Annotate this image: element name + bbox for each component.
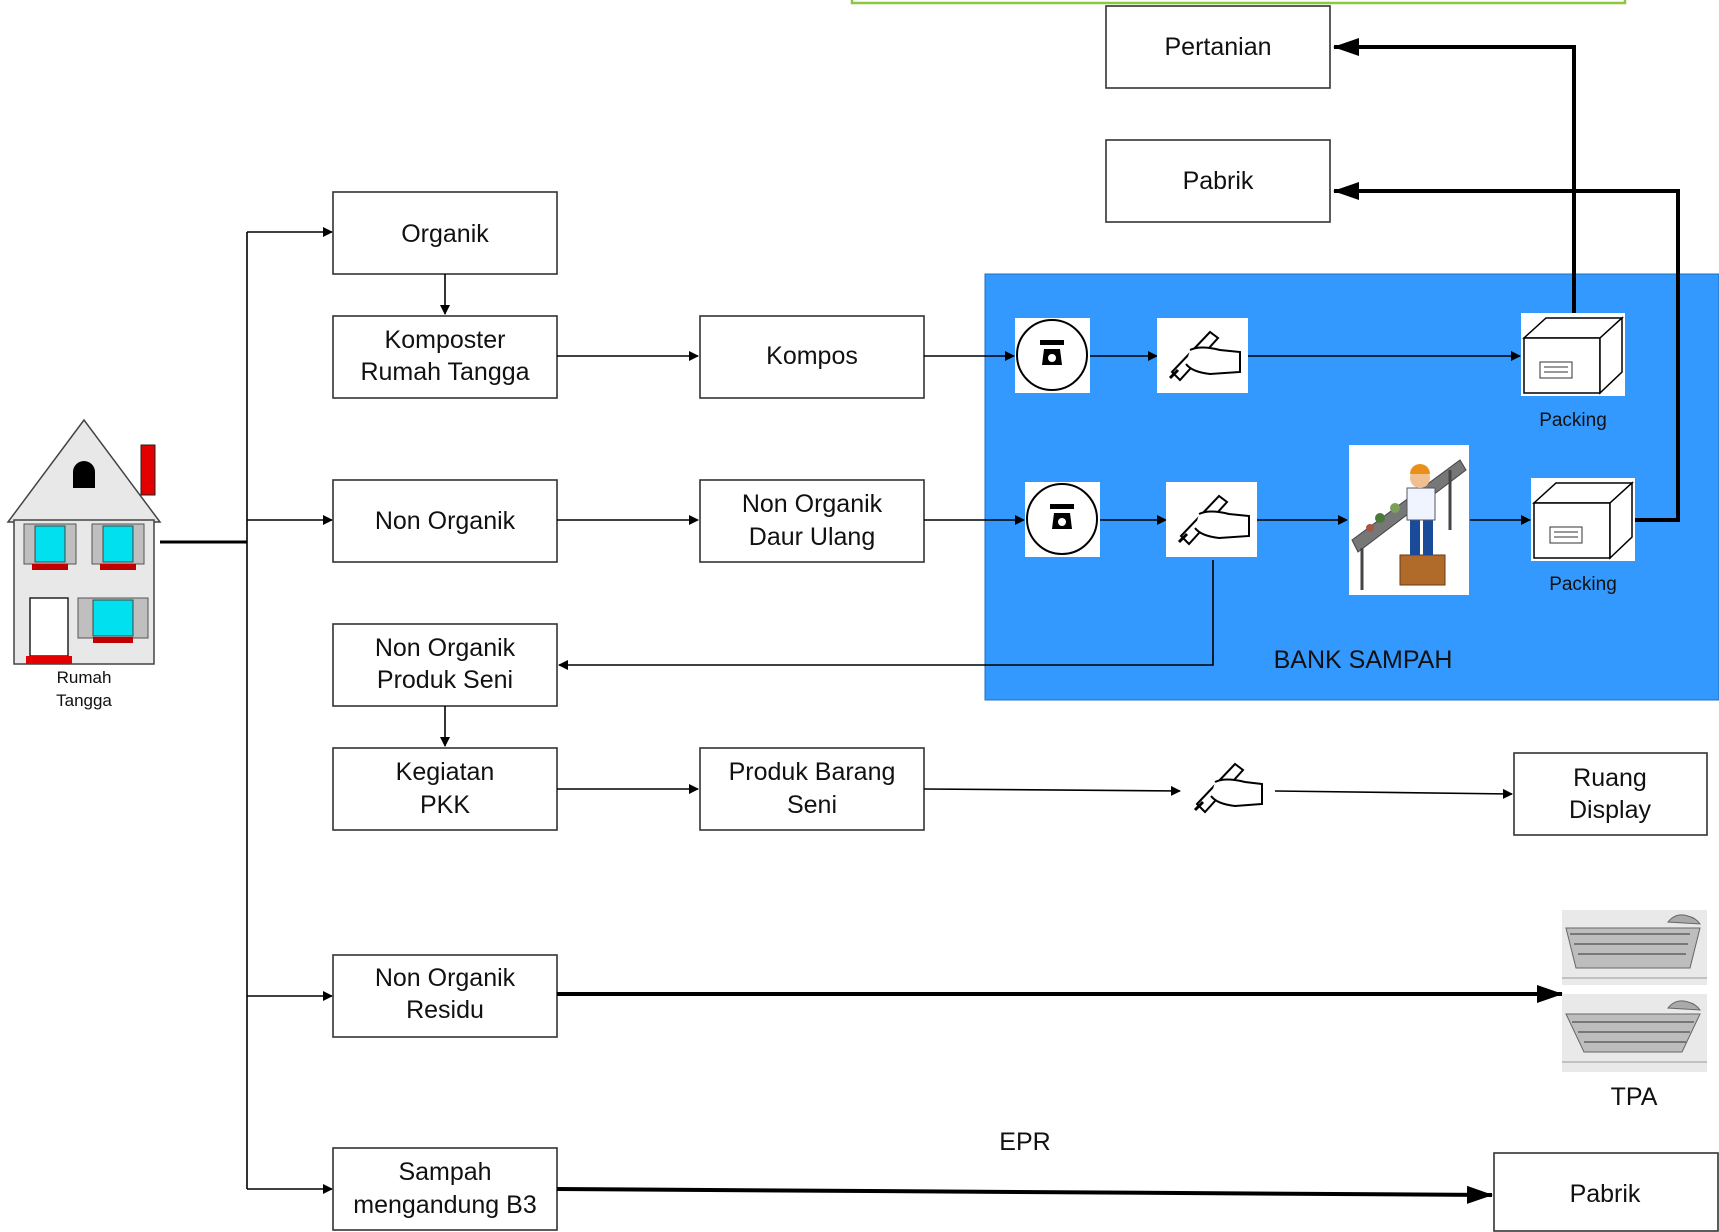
box-komposter: Komposter Rumah Tangga [332, 315, 558, 399]
box-barang-seni-line1: Produk Barang [729, 758, 896, 786]
box-produk-seni-line2: Produk Seni [377, 666, 513, 694]
packing-box-icon [1521, 313, 1625, 396]
box-barang-seni-line2: Seni [787, 791, 837, 819]
arrow-packing1-pertanian [1333, 38, 1576, 318]
box-non-organik-line1: Non Organik [375, 507, 516, 535]
arrow-bank-produkseni [558, 560, 1214, 670]
box-daur-ulang: Non Organik Daur Ulang [699, 479, 925, 563]
arrow-record-display [1274, 788, 1513, 799]
box-pabrik-bottom: Pabrik [1493, 1152, 1719, 1232]
box-organik: Organik [332, 191, 558, 275]
box-residu-line1: Non Organik [375, 964, 516, 992]
writing-hand-icon [1193, 762, 1263, 814]
box-kegiatan-pkk: Kegiatan PKK [332, 747, 558, 831]
box-kegiatan-pkk-line2: PKK [420, 791, 470, 819]
box-ruang-display-line2: Display [1569, 796, 1651, 824]
box-ruang-display-line1: Ruang [1573, 764, 1647, 792]
weighing-scale-icon [1025, 482, 1100, 557]
box-organik-line1: Organik [401, 220, 489, 248]
box-residu: Non Organik Residu [332, 954, 558, 1038]
box-komposter-line1: Komposter [385, 326, 506, 354]
box-produk-seni-line1: Non Organik [375, 634, 516, 662]
box-pabrik-bottom-line1: Pabrik [1570, 1180, 1641, 1208]
box-kompos: Kompos [699, 315, 925, 399]
landfill-icon [1562, 994, 1707, 1072]
house-label-line1: Rumah [57, 668, 112, 687]
box-daur-ulang-line2: Daur Ulang [749, 523, 875, 551]
tpa-label: TPA [1611, 1083, 1658, 1111]
weighing-scale-icon [1015, 318, 1090, 393]
writing-hand-icon [1157, 318, 1248, 393]
writing-hand-icon [1166, 482, 1257, 557]
arrow-barangseni-record [923, 785, 1181, 796]
epr-label: EPR [999, 1128, 1050, 1156]
bank-sampah-title: BANK SAMPAH [1274, 646, 1453, 674]
box-barang-seni: Produk Barang Seni [699, 747, 925, 831]
box-b3-line1: Sampah [398, 1158, 491, 1186]
packing-label-2: Packing [1549, 574, 1617, 595]
arrow-packing2-pabrik [1333, 182, 1680, 522]
box-pertanian: Pertanian [1105, 5, 1331, 89]
landfill-icon [1562, 910, 1707, 985]
sorting-worker-icon [1349, 445, 1469, 595]
packing-label-1: Packing [1539, 410, 1607, 431]
top-banner-border [850, 0, 1627, 5]
packing-box-icon [1531, 478, 1635, 561]
box-b3: Sampah mengandung B3 [332, 1147, 558, 1231]
house-label-line2: Tangga [56, 691, 112, 710]
box-komposter-line2: Rumah Tangga [360, 358, 529, 386]
arrow-b3-pabrik [556, 1185, 1493, 1204]
box-ruang-display: Ruang Display [1513, 752, 1708, 836]
box-pabrik-top-line1: Pabrik [1183, 167, 1254, 195]
house-icon [6, 418, 162, 665]
box-b3-line2: mengandung B3 [353, 1191, 536, 1219]
box-pabrik-top: Pabrik [1105, 139, 1331, 223]
box-kompos-line1: Kompos [766, 342, 858, 370]
box-kegiatan-pkk-line1: Kegiatan [396, 758, 495, 786]
box-residu-line2: Residu [406, 996, 484, 1024]
box-daur-ulang-line1: Non Organik [742, 490, 883, 518]
box-produk-seni: Non Organik Produk Seni [332, 623, 558, 707]
box-non-organik: Non Organik [332, 479, 558, 563]
box-pertanian-line1: Pertanian [1164, 33, 1271, 61]
